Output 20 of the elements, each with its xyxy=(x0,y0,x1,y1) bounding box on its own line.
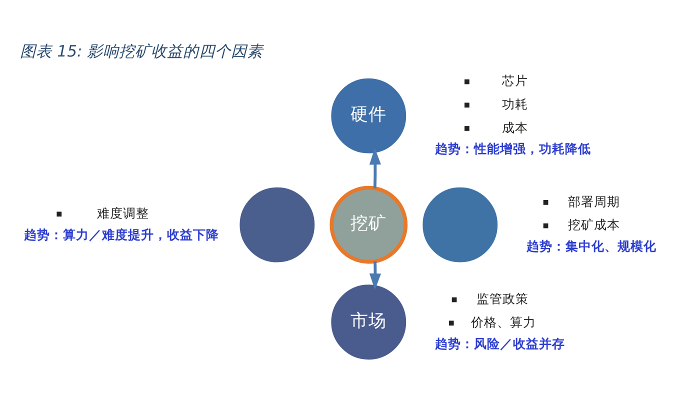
node-label: 芯片 xyxy=(502,72,528,88)
node-circle xyxy=(422,186,498,262)
node-label: 功耗 xyxy=(502,96,528,111)
node-circle: 硬件 xyxy=(331,78,406,153)
node-label: 价格、算力 xyxy=(470,314,536,329)
node-label: 成本 xyxy=(502,119,528,134)
diagram-title: 图表 15: 影响挖矿收益的四个因素 xyxy=(20,42,264,60)
arrow xyxy=(369,260,382,290)
node-label: 监管政策 xyxy=(476,290,529,306)
arrow xyxy=(369,148,381,188)
node-label: 趋势：算力／难度提升，收益下降 xyxy=(24,226,220,242)
node-label: 难度调整 xyxy=(97,204,150,220)
node-label: 趋势：风险／收益并存 xyxy=(434,335,565,350)
node-label: 趋势：性能增强，功耗降低 xyxy=(434,140,591,156)
node-circle: 挖矿 xyxy=(330,185,408,264)
node-label: 趋势：集中化、规模化 xyxy=(526,238,656,254)
node-label: 挖矿成本 xyxy=(568,216,620,232)
node-circle: 市场 xyxy=(331,284,406,360)
node-label: 部署周期 xyxy=(568,193,620,208)
node-circle xyxy=(240,186,315,262)
